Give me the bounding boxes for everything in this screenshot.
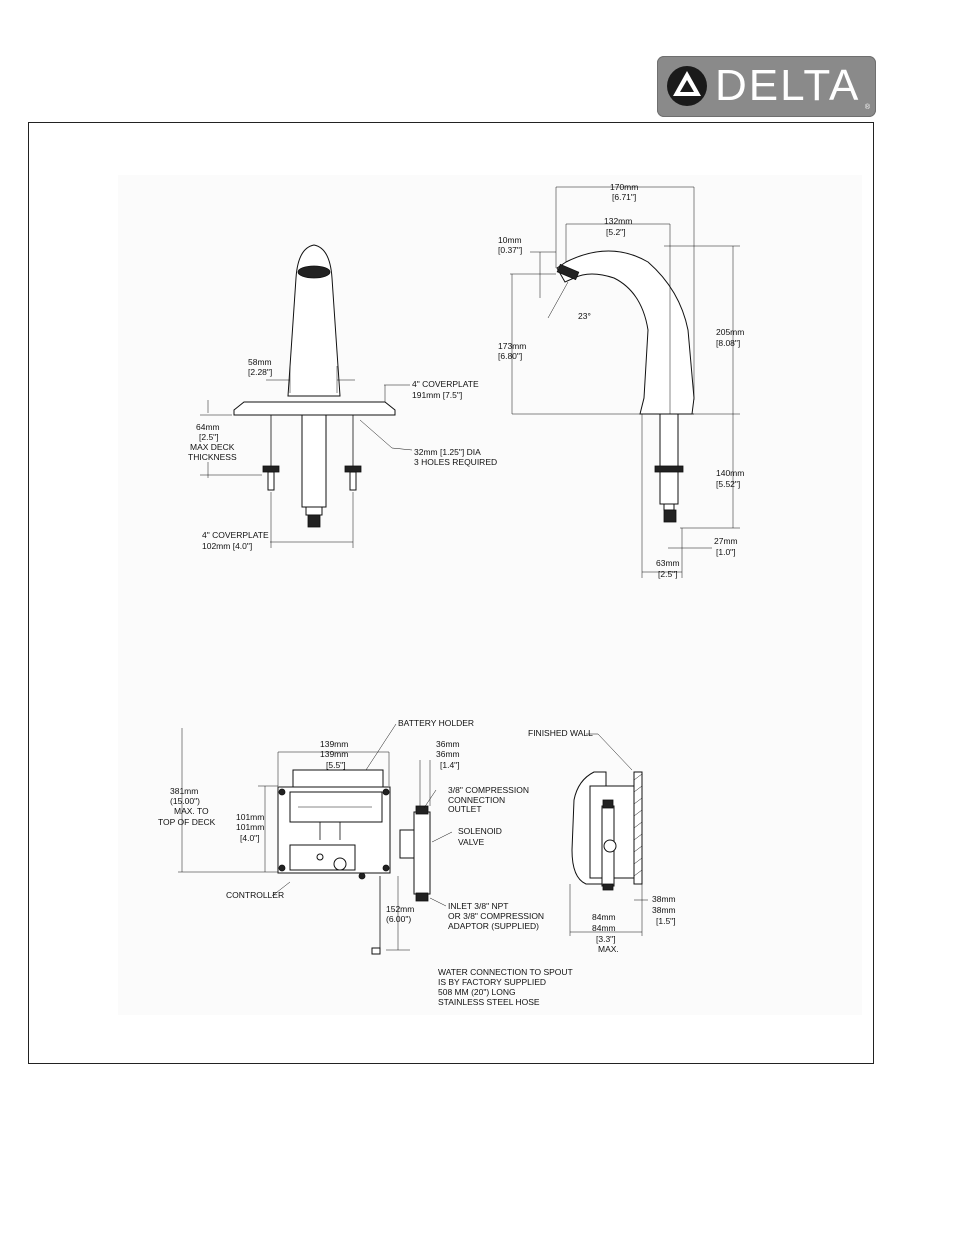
trademark: ® [864,104,870,111]
dimension-label: ADAPTOR (SUPPLIED) [448,921,539,931]
dimension-label: IS BY FACTORY SUPPLIED [438,977,546,987]
delta-triangle-logo-icon [667,66,707,106]
dimension-label: 27mm [714,536,738,546]
front-view-faucet [233,244,396,528]
front-view-dimension-lines [200,366,413,548]
dimension-label: 10mm [498,235,522,245]
dimension-label: CONNECTION [448,795,505,805]
dimension-label: 101mm [236,822,264,832]
dimension-label: 38mm [652,905,676,915]
dimension-label: 23° [578,311,591,321]
dimension-label: MAX. [598,944,619,954]
dimension-label: 84mm [592,912,616,922]
dimension-label: 4" COVERPLATE [202,530,269,540]
brand-name: DELTA [715,61,861,110]
side-view-dimension-lines [510,186,740,578]
dimension-label: 508 MM (20") LONG [438,987,516,997]
side-view-faucet [556,250,695,523]
dimension-label: 64mm [196,422,220,432]
dimension-label: 139mm [320,749,348,759]
control-box-dimension-lines [178,723,453,951]
dimension-label: (6.00") [386,914,411,924]
control-box [277,769,431,955]
dimension-label: 32mm [1.25"] DIA [414,447,481,457]
dimension-label: 38mm [652,894,676,904]
wall-view-labels: FINISHED WALL 38mm 38mm [1.5"] 84mm 84mm… [528,728,676,954]
dimension-label: 84mm [592,923,616,933]
dimension-label: STAINLESS STEEL HOSE [438,997,540,1007]
dimension-label: [4.0"] [240,833,260,843]
dimension-label: 3/8" COMPRESSION [448,785,529,795]
dimension-label: [8.08"] [716,338,740,348]
dimension-label: 140mm [716,468,744,478]
dimension-label: TOP OF DECK [158,817,216,827]
dimension-label: 4" COVERPLATE [412,379,479,389]
dimension-label: [6.71"] [612,192,636,202]
dimension-label: [2.5"] [658,569,678,579]
dimension-label: [3.3"] [596,934,616,944]
dimension-label: 101mm [236,812,264,822]
dimension-label: (15.00") [170,796,200,806]
dimension-label: THICKNESS [188,452,237,462]
dimension-label: 139mm [320,739,348,749]
dimension-label: 132mm [604,216,632,226]
dimension-label: BATTERY HOLDER [398,718,474,728]
drawing-frame [28,122,874,1064]
dimension-label: 3 HOLES REQUIRED [414,457,497,467]
dimension-label: SOLENOID [458,826,502,836]
dimension-label: [2.28"] [248,367,272,377]
dimension-label: 102mm [4.0"] [202,541,252,551]
dimension-label: [1.0"] [716,547,736,557]
dimension-label: WATER CONNECTION TO SPOUT [438,967,573,977]
dimension-label: MAX DECK [190,442,235,452]
dimension-label: [1.4"] [440,760,460,770]
dimension-label: 63mm [656,558,680,568]
dimension-label: 36mm [436,749,460,759]
front-view-labels: 58mm [2.28"] 4" COVERPLATE 191mm [7.5"] … [188,357,497,551]
dimension-label: 152mm [386,904,414,914]
delta-logo: DELTA ® [657,56,876,117]
wall-view [571,771,643,891]
dimension-label: [0.37"] [498,245,522,255]
dimension-label: [2.5"] [199,432,219,442]
dimension-label: CONTROLLER [226,890,284,900]
dimension-label: 170mm [610,182,638,192]
dimension-label: OUTLET [448,804,482,814]
dimension-label: 173mm [498,341,526,351]
dimension-label: [5.5"] [326,760,346,770]
dimension-label: VALVE [458,837,484,847]
dimension-label: INLET 3/8" NPT [448,901,509,911]
side-view-labels: 170mm [6.71"] 132mm [5.2"] 10mm [0.37"] … [498,182,744,579]
dimension-label: [6.80"] [498,351,522,361]
dimension-label: 191mm [7.5"] [412,390,462,400]
dimension-label: OR 3/8" COMPRESSION [448,911,544,921]
dimension-label: [5.52"] [716,479,740,489]
control-box-labels: BATTERY HOLDER 139mm 139mm [5.5"] 36mm 3… [158,718,573,1007]
dimension-label: 381mm [170,786,198,796]
wall-view-dimension-lines [569,733,648,936]
dimension-label: 58mm [248,357,272,367]
dimension-label: FINISHED WALL [528,728,593,738]
dimension-label: [1.5"] [656,916,676,926]
drawing-sheet [118,175,862,1015]
dimension-label: MAX. TO [174,806,209,816]
dimension-label: [5.2"] [606,227,626,237]
dimension-label: 36mm [436,739,460,749]
dimension-label: 205mm [716,327,744,337]
